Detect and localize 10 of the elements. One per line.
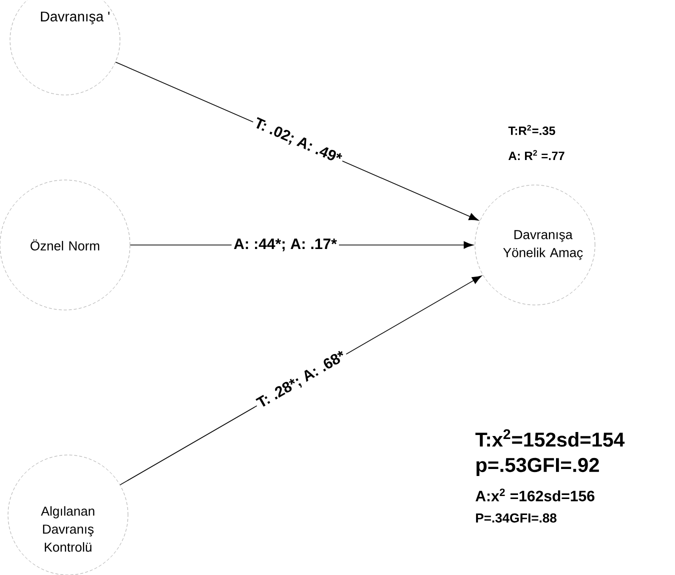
edge-label: T: .02; A: .49* xyxy=(250,114,346,169)
edge-label: A: :44*; A: .17* xyxy=(232,236,339,254)
ellipse-node: Davranışa Yönelik Amaç xyxy=(474,184,596,306)
fit-statistic: A:x$^{2}$ =162sd=156 xyxy=(476,488,594,502)
fit-statistic: P=.34GFI=.88 xyxy=(476,513,556,523)
fit-statistic: p=.53GFI=.92 xyxy=(476,458,599,476)
fit-statistic: A: R$^{2}$ =.77 xyxy=(508,150,564,160)
fit-statistic: T:R$^{2}$=.35 xyxy=(508,124,556,136)
fit-statistic: T:x$^{2}$=152sd=154 xyxy=(475,429,625,447)
edge-label: T: .28*; A: .68* xyxy=(252,346,350,414)
